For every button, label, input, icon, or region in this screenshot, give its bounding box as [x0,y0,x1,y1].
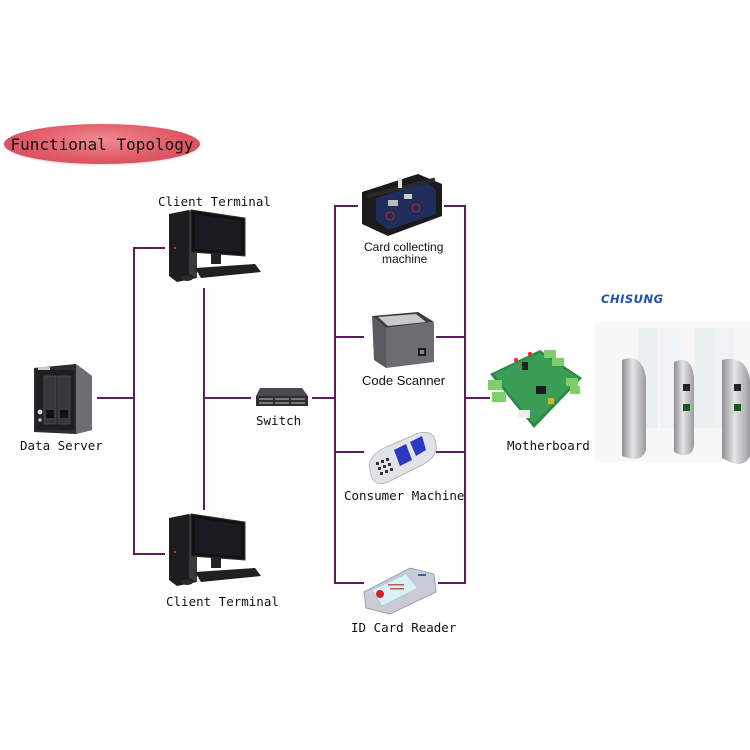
connector-client-to-switch [203,397,251,399]
network-switch-icon [256,388,308,406]
motherboard-label: Motherboard [507,438,590,453]
pos-terminal-icon [368,431,437,484]
client-terminal-top-label: Client Terminal [158,194,271,209]
consumer-machine-label: Consumer Machine [344,488,465,503]
connector-idreader-right [438,582,466,584]
connector-consumer-right [436,451,466,453]
diagram-title: Functional Topology [4,124,200,164]
connector-bus-to-client-bottom [133,553,165,555]
client-terminal-bottom-label: Client Terminal [166,594,279,609]
diagram-title-text: Functional Topology [10,134,194,154]
connector-bus-to-motherboard [464,397,490,399]
connector-left-bus-vertical [133,247,135,555]
circuit-board-icon [488,350,582,428]
connector-card-right [444,205,466,207]
data-server-label: Data Server [20,438,103,453]
nas-server-icon [34,364,92,434]
connector-server-to-bus [97,397,135,399]
card-collecting-label-line1: Card collecting [364,240,444,254]
connector-card-left [334,205,358,207]
id-card-reader-icon [363,567,437,615]
barcode-scanner-icon [372,312,434,368]
connector-scanner-right [436,336,466,338]
connector-idreader-left [334,582,364,584]
card-collecting-label-line2: machine [382,252,428,266]
speed-gate-turnstile-icon [594,322,750,464]
brand-logo: CHISUNG [601,292,664,306]
connector-client-vertical [203,288,205,510]
connector-right-bus-right-vertical [464,205,466,584]
id-card-reader-label: ID Card Reader [351,620,457,635]
brand-logo-text: CHISUNG [601,292,664,306]
connector-bus-to-client-top [133,247,165,249]
card-collector-board-icon [362,174,442,236]
connector-scanner-left [334,336,364,338]
desktop-computer-icon [169,513,261,586]
connector-switch-to-right-bus [312,397,336,399]
switch-label: Switch [256,413,302,428]
connector-consumer-left [334,451,364,453]
desktop-computer-icon [169,209,261,282]
connector-right-bus-left-vertical [334,205,336,584]
code-scanner-label: Code Scanner [362,373,446,388]
